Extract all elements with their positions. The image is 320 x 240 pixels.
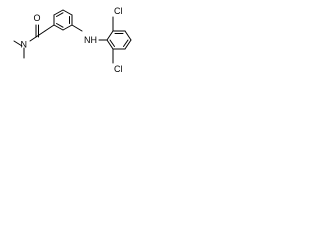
amine-nitrogen-label: NH bbox=[84, 35, 97, 45]
structure-canvas: O N NH Cl Cl bbox=[0, 0, 150, 94]
bond bbox=[106, 30, 114, 41]
aromatic-bond bbox=[56, 12, 64, 17]
amide-nitrogen-label: N bbox=[21, 40, 28, 50]
aromatic-bond bbox=[56, 23, 64, 28]
bond-ch2-to-carbonyl bbox=[35, 30, 46, 38]
benzene-ring-left bbox=[53, 9, 73, 31]
bond-carbonyl-to-n bbox=[29, 36, 37, 42]
chlorine-top-label: Cl bbox=[114, 6, 123, 16]
bond bbox=[53, 9, 64, 16]
bond bbox=[124, 39, 132, 50]
bond bbox=[62, 24, 73, 31]
bond-ring-to-nh bbox=[71, 24, 83, 32]
benzene-ring-right bbox=[106, 30, 132, 50]
bond bbox=[53, 24, 64, 31]
n-methyl-bond bbox=[13, 40, 23, 47]
bond bbox=[124, 30, 132, 41]
molecule-structure: O N NH Cl Cl bbox=[13, 6, 132, 74]
bond-ring-to-ch2 bbox=[44, 24, 55, 32]
bond bbox=[62, 9, 73, 16]
chlorine-bottom-label: Cl bbox=[114, 64, 123, 74]
oxygen-label: O bbox=[34, 13, 41, 23]
aromatic-bond bbox=[109, 39, 115, 47]
aromatic-bond bbox=[123, 39, 129, 47]
bond bbox=[106, 39, 114, 50]
